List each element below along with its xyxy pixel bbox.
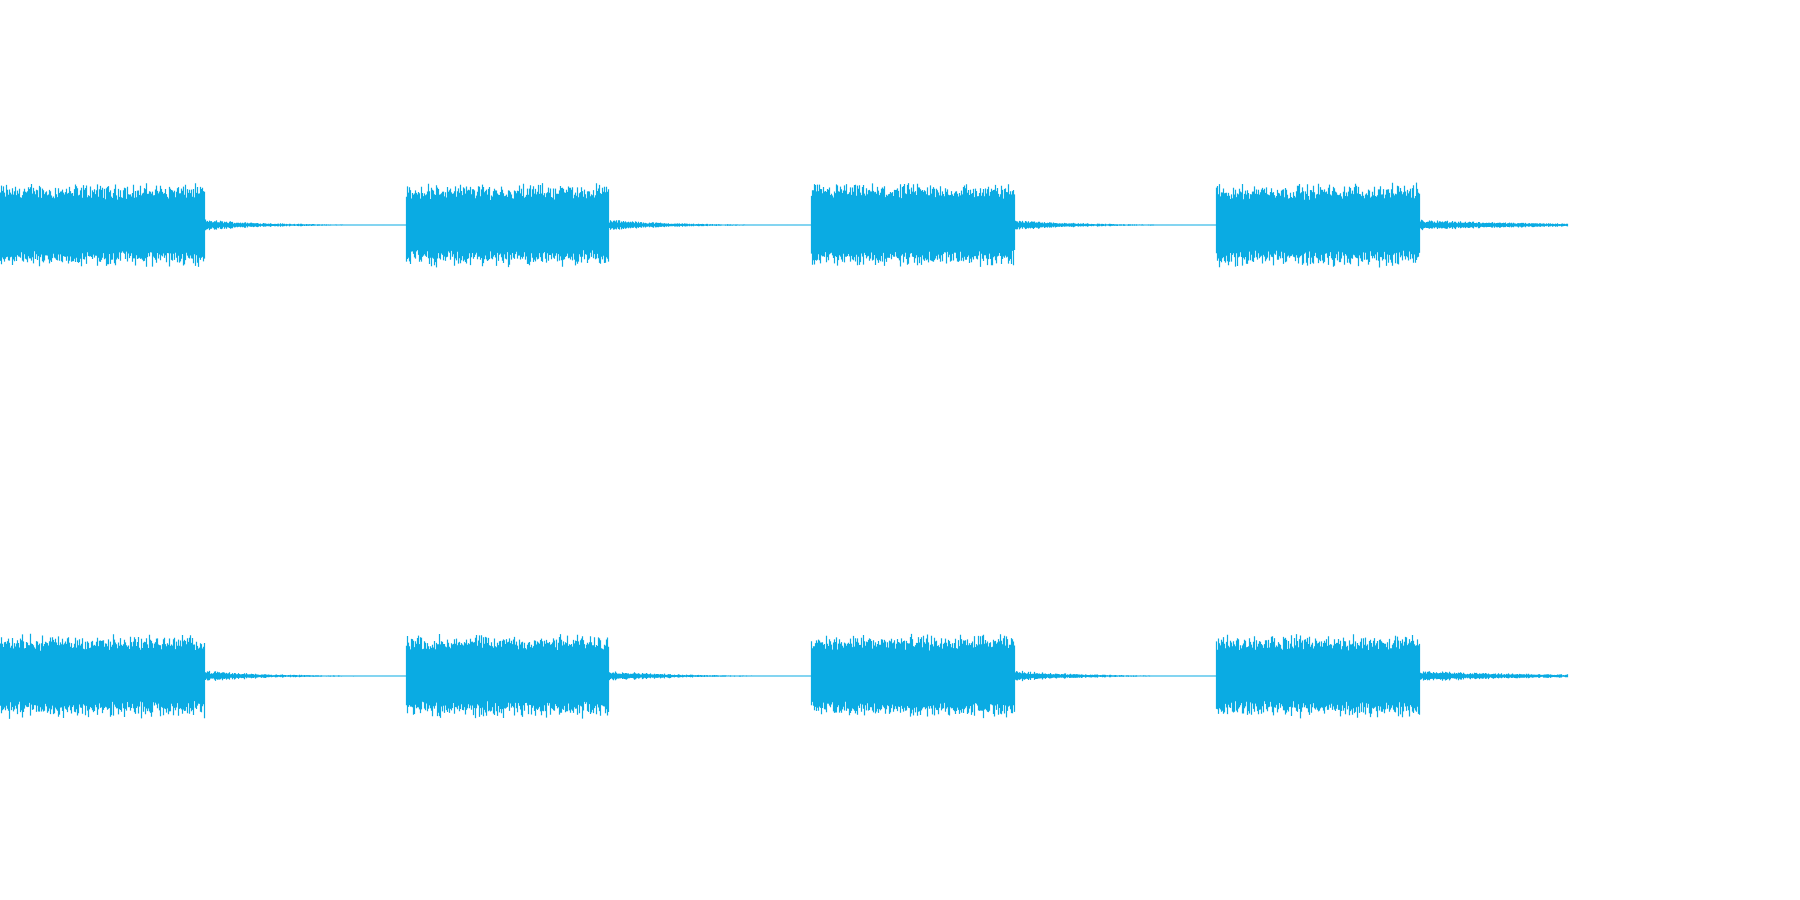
channel-right-waveform (0, 633, 1569, 719)
channel-left-waveform (0, 182, 1569, 268)
channel-amplitude-path (0, 633, 1569, 719)
channel-amplitude-path (0, 182, 1569, 268)
